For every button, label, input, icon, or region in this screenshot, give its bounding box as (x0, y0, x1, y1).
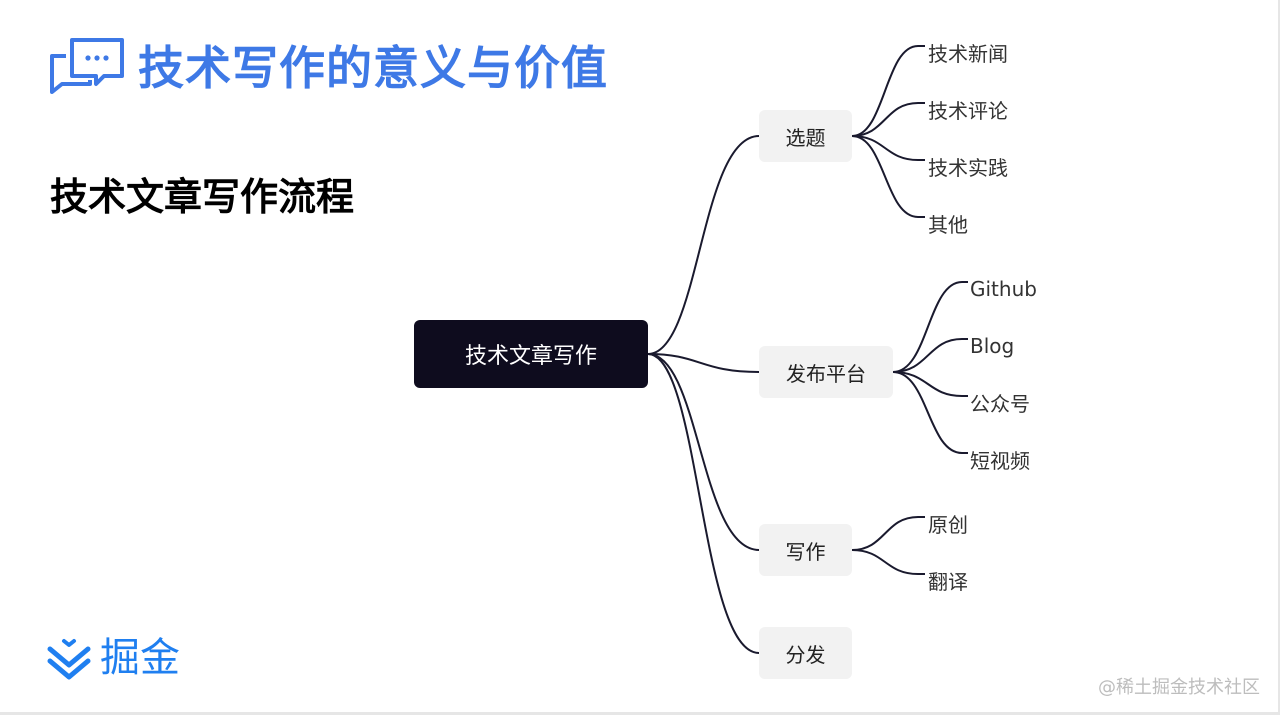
section-heading: 技术文章写作流程 (50, 175, 355, 219)
link-root-branch-1 (647, 353, 760, 373)
page-title: 技术写作的意义与价值 (138, 41, 608, 95)
link-branch-1-leaf-3 (892, 371, 968, 454)
link-branch-1-leaf-1 (892, 338, 968, 373)
mindmap-leaf[interactable]: 技术新闻 (928, 42, 1008, 66)
link-branch-1-leaf-2 (892, 371, 968, 397)
link-branch-0-leaf-3 (851, 135, 925, 218)
link-branch-2-leaf-0 (851, 516, 925, 551)
frame-border-right (1278, 0, 1280, 715)
slide-header: 技术写作的意义与价值 (48, 36, 608, 100)
watermark-text: @稀土掘金技术社区 (1098, 677, 1260, 698)
mindmap-branch-topic[interactable]: 选题 (759, 110, 852, 162)
link-root-branch-0 (647, 135, 760, 355)
mindmap-leaf[interactable]: Github (970, 277, 1037, 301)
mindmap-leaf[interactable]: 技术评论 (928, 99, 1008, 123)
mindmap-branch-platform[interactable]: 发布平台 (759, 346, 893, 398)
mindmap-leaf[interactable]: 技术实践 (928, 156, 1008, 180)
mindmap-root-node[interactable]: 技术文章写作 (414, 320, 648, 388)
mindmap-leaf[interactable]: 原创 (928, 513, 968, 537)
logo-text: 掘金 (100, 635, 180, 681)
link-branch-0-leaf-0 (851, 45, 925, 137)
mindmap-leaf[interactable]: 其他 (928, 213, 968, 237)
link-branch-1-leaf-0 (892, 281, 968, 373)
mindmap-leaf[interactable]: 短视频 (970, 449, 1030, 473)
mindmap-branch-writing[interactable]: 写作 (759, 524, 852, 576)
frame-border-bottom (0, 712, 1280, 715)
link-root-branch-2 (647, 353, 760, 551)
juejin-logo-icon (47, 639, 91, 680)
juejin-logo: 掘金 (46, 634, 180, 682)
link-branch-0-leaf-2 (851, 135, 925, 161)
link-branch-0-leaf-1 (851, 102, 925, 137)
mindmap-leaf[interactable]: 翻译 (928, 570, 968, 594)
mindmap-leaf[interactable]: Blog (970, 334, 1015, 358)
link-root-branch-3 (647, 353, 760, 654)
mindmap-branch-distribution[interactable]: 分发 (759, 627, 852, 679)
mindmap-leaf[interactable]: 公众号 (970, 392, 1030, 416)
link-branch-2-leaf-1 (851, 549, 925, 575)
chat-bubbles-icon (50, 38, 124, 94)
